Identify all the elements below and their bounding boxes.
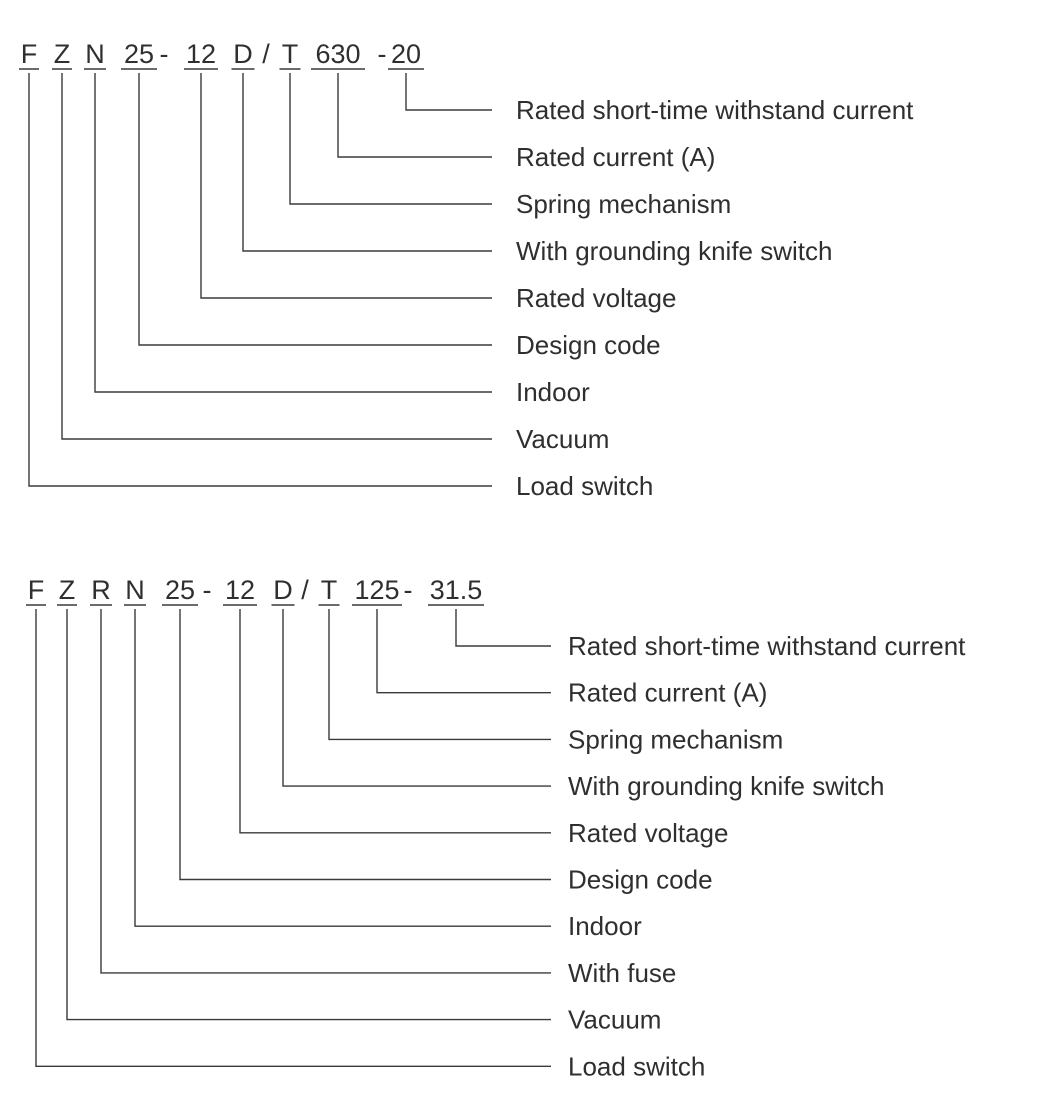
leader-line (242, 73, 492, 252)
leader-line (179, 609, 551, 881)
leader-line (376, 609, 551, 694)
leader-line (134, 609, 551, 927)
leader-line (28, 73, 492, 487)
code-segment: N (85, 39, 105, 69)
code-separator: - (160, 39, 169, 69)
leader-line (455, 609, 551, 647)
segment-label: Load switch (516, 471, 653, 501)
code-separator: / (301, 575, 309, 605)
segment-label: With grounding knife switch (516, 236, 832, 266)
leader-line (200, 73, 492, 299)
code-segment: F (21, 39, 38, 69)
code-separator: - (203, 575, 212, 605)
code-segment: 20 (391, 39, 421, 69)
segment-label: Rated current (A) (568, 678, 767, 708)
code-segment: F (28, 575, 45, 605)
code-segment: T (321, 575, 338, 605)
code-segment: 12 (186, 39, 216, 69)
code-segment: N (125, 575, 145, 605)
code-separator: / (262, 39, 270, 69)
code-separator: - (404, 575, 413, 605)
segment-label: Indoor (516, 377, 590, 407)
code-segment: Z (54, 39, 71, 69)
leader-line (289, 73, 492, 205)
code-segment: 25 (165, 575, 195, 605)
segment-label: Spring mechanism (516, 189, 731, 219)
code-segment: R (91, 575, 111, 605)
leader-line (239, 609, 551, 834)
segment-label: Indoor (568, 911, 642, 941)
code-segment: D (273, 575, 293, 605)
leader-line (61, 73, 492, 440)
code-segment: 25 (124, 39, 154, 69)
segment-label: Design code (516, 330, 661, 360)
segment-label: With fuse (568, 958, 676, 988)
code-separator: - (378, 39, 387, 69)
leader-line (282, 609, 551, 787)
leader-line (100, 609, 551, 974)
code-segment: 31.5 (430, 575, 483, 605)
code-segment: 125 (354, 575, 399, 605)
segment-label: Rated voltage (516, 283, 676, 313)
leader-line (337, 73, 492, 158)
segment-label: Rated voltage (568, 818, 728, 848)
segment-label: Vacuum (568, 1005, 661, 1035)
leader-line (405, 73, 492, 111)
leader-line (94, 73, 492, 393)
segment-label: Design code (568, 865, 713, 895)
segment-label: Rated current (A) (516, 142, 715, 172)
leader-line (66, 609, 551, 1021)
segment-label: With grounding knife switch (568, 771, 884, 801)
segment-label: Vacuum (516, 424, 609, 454)
code-segment: Z (59, 575, 76, 605)
code-segment: 12 (225, 575, 255, 605)
segment-label: Load switch (568, 1051, 705, 1081)
code-segment: 630 (315, 39, 360, 69)
leader-line (138, 73, 492, 346)
leader-line (35, 609, 551, 1067)
code-segment: D (233, 39, 253, 69)
segment-label: Rated short-time withstand current (568, 631, 966, 661)
leader-line (328, 609, 551, 741)
segment-label: Spring mechanism (568, 724, 783, 754)
code-segment: T (282, 39, 299, 69)
segment-label: Rated short-time withstand current (516, 95, 914, 125)
